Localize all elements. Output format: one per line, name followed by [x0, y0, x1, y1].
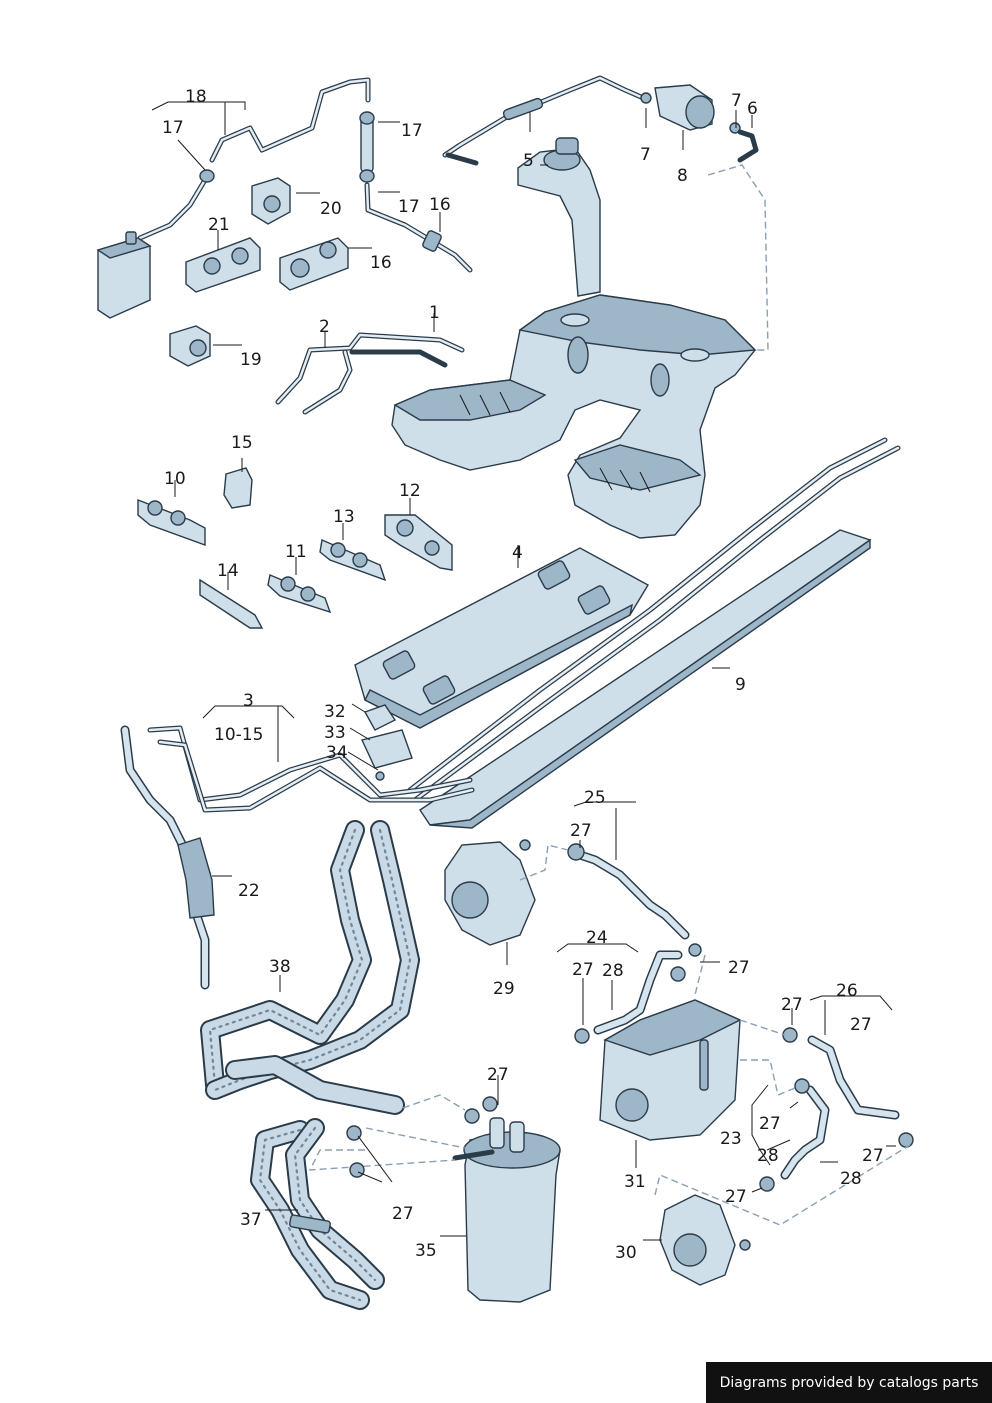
- clamps-27-filter: [346, 1096, 498, 1178]
- callout-27j: 27: [392, 1204, 414, 1224]
- heat-shield-4: [354, 547, 649, 729]
- brackets-32-34: [361, 704, 413, 781]
- callout-25: 25: [584, 788, 606, 808]
- bracket-19: [169, 325, 211, 367]
- vent-line-top: [442, 75, 651, 166]
- hose-25: [519, 843, 690, 940]
- callout-34: 34: [326, 743, 348, 763]
- callout-28b: 28: [757, 1146, 779, 1166]
- fuel-tank: [391, 294, 757, 539]
- bracket-20: [251, 177, 291, 225]
- line-1-2: [275, 332, 465, 415]
- callout-16b: 16: [370, 253, 392, 273]
- callout-27f: 27: [759, 1114, 781, 1134]
- pump-29: [444, 839, 536, 946]
- callout-23: 23: [720, 1129, 742, 1149]
- callout-28a: 28: [602, 961, 624, 981]
- clip-11: [267, 574, 332, 614]
- callout-22: 22: [238, 881, 260, 901]
- callout-12: 12: [399, 481, 421, 501]
- callout-28c: 28: [840, 1169, 862, 1189]
- callout-32: 32: [324, 702, 346, 722]
- callout-11: 11: [285, 542, 307, 562]
- callout-27i: 27: [487, 1065, 509, 1085]
- callout-17c: 17: [398, 197, 420, 217]
- hose-26: [739, 1019, 914, 1148]
- callout-21: 21: [208, 215, 230, 235]
- callout-5: 5: [523, 151, 534, 171]
- hose-38: [200, 820, 420, 1115]
- callout-16a: 16: [429, 195, 451, 215]
- callout-9: 9: [735, 675, 746, 695]
- module-31: [599, 999, 742, 1141]
- callout-29: 29: [493, 979, 515, 999]
- underbody-trim-9: [419, 529, 872, 829]
- fuel-filter-35: [452, 1117, 561, 1303]
- credit-banner: Diagrams provided by catalogs parts: [706, 1362, 992, 1403]
- callout-27h: 27: [725, 1187, 747, 1207]
- callout-31: 31: [624, 1172, 646, 1192]
- callout-8: 8: [677, 166, 688, 186]
- clip-15: [223, 467, 253, 509]
- line-3: [147, 725, 475, 813]
- clip-16: [279, 237, 349, 291]
- callout-3-range: 10-15: [214, 725, 263, 745]
- pump-30: [654, 1144, 911, 1286]
- callout-numbers: 1 2 3 10-15 4 5 6 7 7 8 9 10 11 12 13 14…: [162, 87, 884, 1263]
- callout-26: 26: [836, 981, 858, 1001]
- leader-lines: [151, 101, 896, 1241]
- clip-10: [137, 498, 206, 546]
- callout-30: 30: [615, 1243, 637, 1263]
- callout-1: 1: [429, 303, 440, 323]
- callout-37: 37: [240, 1210, 262, 1230]
- callout-18: 18: [185, 87, 207, 107]
- clip-13: [319, 539, 387, 582]
- callout-3: 3: [243, 691, 254, 711]
- clip-12: [384, 514, 453, 571]
- callout-17a: 17: [162, 118, 184, 138]
- callout-24: 24: [586, 928, 608, 948]
- callout-27c: 27: [728, 958, 750, 978]
- activated-charcoal-canister: [96, 231, 152, 319]
- callout-7a: 7: [731, 91, 742, 111]
- callout-14: 14: [217, 561, 239, 581]
- callout-35: 35: [415, 1241, 437, 1261]
- clip-14: [199, 578, 264, 629]
- callout-15: 15: [231, 433, 253, 453]
- callout-2: 2: [319, 317, 330, 337]
- callout-27b: 27: [572, 960, 594, 980]
- dashed-link-tank: [707, 164, 769, 351]
- callout-27a: 27: [570, 821, 592, 841]
- callout-27g: 27: [862, 1146, 884, 1166]
- callout-38: 38: [269, 957, 291, 977]
- filler-neck: [517, 137, 601, 297]
- dashed-links-filter: [308, 1094, 466, 1171]
- callout-6: 6: [747, 99, 758, 119]
- clip-chain: [407, 437, 901, 803]
- callout-7b: 7: [640, 145, 651, 165]
- hose-23-28: [740, 1059, 830, 1192]
- callout-4: 4: [512, 543, 523, 563]
- callout-13: 13: [333, 507, 355, 527]
- callout-33: 33: [324, 723, 346, 743]
- callout-19: 19: [240, 350, 262, 370]
- callout-27d: 27: [781, 995, 803, 1015]
- callout-17b: 17: [401, 121, 423, 141]
- callout-10: 10: [164, 469, 186, 489]
- callout-27e: 27: [850, 1015, 872, 1035]
- clip-21: [185, 237, 261, 293]
- callout-20: 20: [320, 199, 342, 219]
- line-18-assembly: [137, 77, 473, 273]
- valve-8: [640, 84, 759, 163]
- hose-22: [120, 725, 215, 990]
